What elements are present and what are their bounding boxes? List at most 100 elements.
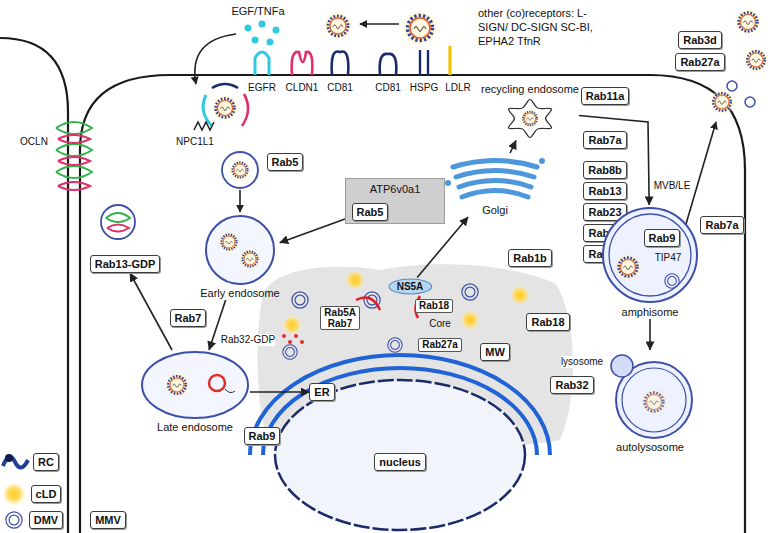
egress bbox=[727, 81, 737, 91]
node-text: amphisome bbox=[600, 305, 700, 319]
entry-complex bbox=[222, 152, 258, 188]
membranous-web bbox=[282, 315, 302, 335]
amphi-shape bbox=[614, 253, 643, 282]
tight-junction bbox=[56, 122, 92, 134]
amphi-shape bbox=[600, 205, 700, 305]
membranous-web bbox=[462, 284, 478, 300]
node-text: Rab8b bbox=[588, 163, 622, 177]
node-text: ATP6v0a1 bbox=[346, 182, 444, 196]
rab-box: Rab27a bbox=[675, 53, 724, 71]
annotation-label: CD81 bbox=[327, 82, 353, 94]
label-anchor: Rab32-GDP bbox=[221, 334, 275, 346]
egf-ligand bbox=[259, 21, 266, 28]
recycling-endosome: recycling endosome bbox=[481, 82, 579, 141]
tight-junction bbox=[58, 157, 90, 165]
annotation-label: CLDN1 bbox=[286, 82, 319, 94]
flow-arrow bbox=[130, 273, 172, 350]
golgi-shape bbox=[453, 161, 537, 168]
late-shape bbox=[225, 389, 235, 393]
auto-shape bbox=[622, 368, 686, 432]
mw-label: MW bbox=[480, 343, 510, 361]
legend-label: RC bbox=[33, 453, 59, 471]
annotation-label: Rab27a bbox=[418, 338, 462, 352]
endo-shape bbox=[239, 248, 262, 271]
egf-ligand bbox=[252, 37, 259, 44]
egress bbox=[709, 89, 736, 116]
tight-junction bbox=[107, 225, 129, 232]
golgi-shape bbox=[459, 181, 531, 188]
node-text: Rab9 bbox=[249, 429, 276, 443]
membranous-web bbox=[275, 380, 525, 530]
egf-ligand bbox=[273, 27, 280, 34]
endo-shape bbox=[206, 216, 274, 284]
label-anchor: Core bbox=[429, 318, 451, 330]
annotation-label: EGFR bbox=[248, 82, 276, 94]
auto-shape bbox=[600, 350, 700, 440]
auto-shape bbox=[640, 388, 669, 417]
node-text: ER bbox=[314, 385, 329, 399]
autolysosome: autolysosome bbox=[600, 350, 700, 454]
label-anchor: CLDN1 bbox=[286, 82, 319, 94]
nucleus-label: nucleus bbox=[374, 453, 426, 471]
node-text: Rab7a bbox=[705, 218, 738, 232]
tight-junction bbox=[56, 122, 135, 239]
entry-complex bbox=[239, 190, 241, 212]
node-text: Rab9 bbox=[649, 231, 676, 245]
late-endosome: Late endosome bbox=[140, 350, 250, 434]
annotation-label: NPC1L1 bbox=[176, 136, 214, 148]
legend-icons bbox=[2, 482, 26, 506]
recyc-shape bbox=[500, 96, 560, 141]
tight-junction bbox=[56, 166, 92, 178]
late-shape bbox=[209, 375, 225, 391]
label-anchor: EGFR bbox=[248, 82, 276, 94]
rab-box: Rab7a bbox=[583, 131, 626, 149]
node-text: Rab5 bbox=[272, 155, 299, 169]
entry-complex bbox=[229, 159, 252, 182]
recyc-shape bbox=[508, 99, 551, 137]
label-anchor: HSPG bbox=[410, 82, 438, 94]
node-text: Rab23 bbox=[588, 205, 621, 219]
receptors bbox=[380, 54, 397, 75]
legend-entry: cLD bbox=[31, 485, 62, 503]
receptors bbox=[332, 51, 349, 75]
early-endosome: Early endosome bbox=[200, 214, 280, 300]
label-anchor: LDLR bbox=[445, 82, 471, 94]
late-shape bbox=[142, 352, 248, 418]
annotation-label: lysosome bbox=[561, 356, 603, 368]
egress bbox=[743, 47, 770, 74]
rab-box: Rab9 bbox=[644, 229, 681, 247]
legend-entry: DMV bbox=[29, 511, 63, 529]
node-text: Rab13 bbox=[588, 184, 621, 198]
receptors bbox=[255, 52, 269, 75]
legend-entry: RC bbox=[33, 453, 59, 471]
node-text: nucleus bbox=[379, 455, 421, 469]
label-anchor: OCLN bbox=[20, 136, 48, 148]
node-text: Rab32 bbox=[555, 378, 588, 392]
legend-label: DMV bbox=[29, 511, 63, 529]
rab-box: Rab8b bbox=[583, 161, 627, 179]
legend-label: MMV bbox=[90, 511, 126, 529]
legend-label: cLD bbox=[31, 485, 62, 503]
label-anchor: Rab27a bbox=[418, 338, 462, 352]
membranous-web bbox=[283, 345, 297, 359]
node-text: Rab5 bbox=[357, 205, 384, 219]
egress bbox=[745, 97, 755, 107]
rab-box: Rab9 bbox=[244, 427, 281, 445]
receptors bbox=[401, 9, 439, 47]
annotation-label: Rab32-GDP bbox=[221, 334, 275, 346]
node-text: Rab1b bbox=[513, 251, 547, 265]
node-text: Rab27a bbox=[680, 55, 719, 69]
legend-icons bbox=[6, 512, 22, 528]
node-text: Golgi bbox=[445, 203, 545, 217]
annotation-label: CD81 bbox=[375, 82, 401, 94]
node-text: Rab11a bbox=[586, 89, 625, 103]
node-text: Late endosome bbox=[140, 420, 250, 434]
annotation-label: other (co)receptors: L-SIGN/ DC-SIGN SC-… bbox=[478, 6, 600, 48]
recyc-shape bbox=[520, 108, 541, 129]
node-text: Rab18 bbox=[531, 315, 564, 329]
annotation-label: Rab18 bbox=[415, 299, 453, 313]
annotation-label: HSPG bbox=[410, 82, 438, 94]
receptors bbox=[420, 50, 428, 75]
ns5a-oval: NS5A bbox=[388, 278, 433, 295]
